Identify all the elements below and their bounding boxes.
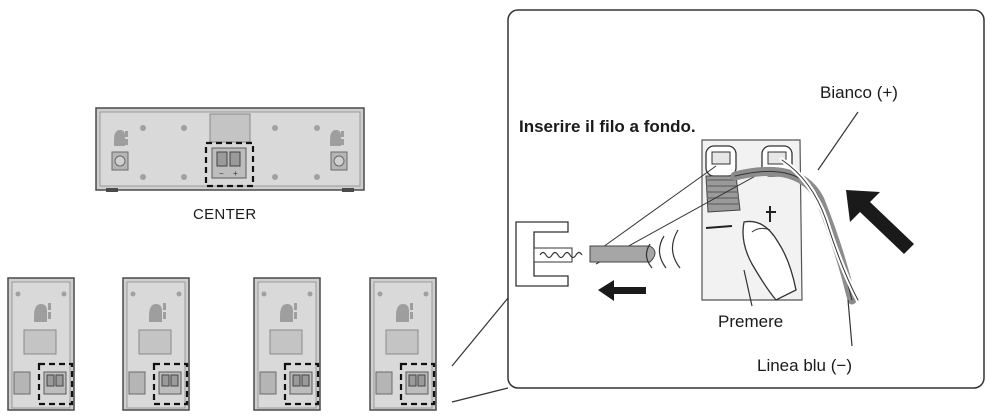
insert-instruction: Inserire il filo a fondo. (519, 117, 696, 136)
center-speaker: − + (95, 107, 365, 192)
detail-panel (507, 9, 985, 389)
surround-speaker-4 (369, 277, 437, 411)
surround-speaker-1 (7, 277, 75, 411)
callout-lines (451, 297, 509, 403)
blue-negative-label: Linea blu (−) (757, 356, 852, 375)
center-speaker-label: CENTER (193, 206, 257, 223)
white-positive-label: Bianco (+) (820, 83, 898, 102)
press-label: Premere (718, 312, 784, 331)
arrow-up-left-icon (846, 190, 914, 254)
surround-speaker-2 (122, 277, 190, 411)
surround-speaker-3 (253, 277, 321, 411)
svg-text:−: − (219, 169, 224, 178)
svg-text:+: + (233, 169, 238, 178)
arrow-left-icon (598, 280, 646, 301)
